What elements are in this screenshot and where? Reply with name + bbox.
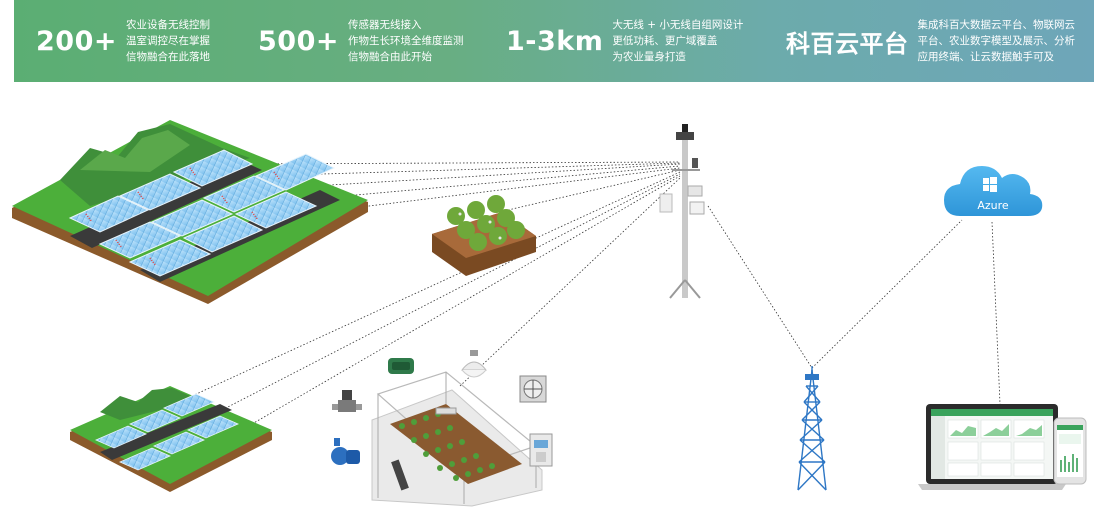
orchard-plot	[432, 195, 536, 276]
stat-description: 传感器无线接入 作物生长环境全维度监测 信物融合由此开始	[347, 19, 464, 63]
stat-cloud-platform: 科百云平台 集成科百大数据云平台、物联网云 平台、农业数字模型及展示、分析 应用…	[786, 0, 1075, 82]
stat-sensors: 500+ 传感器无线接入 作物生长环境全维度监测 信物融合由此开始	[258, 0, 463, 82]
feature-banner: 200+ 农业设备无线控制 温室调控尽在掌握 信物融合在此落地 500+ 传感器…	[14, 0, 1094, 82]
cell-tower	[797, 366, 827, 491]
stat-description: 大无线 + 小无线自组网设计 更低功耗、更广域覆盖 为农业量身打造	[612, 19, 744, 63]
stat-number: 500+	[258, 25, 339, 57]
stat-description: 集成科百大数据云平台、物联网云 平台、农业数字模型及展示、分析 应用终端、让云数…	[917, 19, 1076, 63]
wireless-links	[191, 161, 1001, 425]
cloud-label: Azure	[977, 199, 1009, 212]
greenhouse-farm-small	[70, 386, 272, 492]
grow-light-icon	[460, 350, 488, 378]
irrigation-cabinet-icon	[529, 433, 553, 467]
solenoid-valve-icon	[332, 390, 362, 412]
smart-greenhouse	[371, 371, 543, 507]
water-pump-icon	[331, 438, 360, 465]
stat-devices: 200+ 农业设备无线控制 温室调控尽在掌握 信物融合在此落地	[36, 0, 210, 82]
stat-number: 科百云平台	[786, 29, 909, 58]
stat-range: 1-3km 大无线 + 小无线自组网设计 更低功耗、更广域覆盖 为农业量身打造	[506, 0, 743, 82]
laptop-dashboard	[918, 404, 1066, 490]
weather-station	[659, 124, 705, 299]
greenhouse-farm-large	[12, 120, 368, 304]
exhaust-fan-icon	[519, 375, 547, 403]
stat-number: 200+	[36, 25, 117, 57]
azure-cloud-icon	[944, 166, 1043, 216]
stat-description: 农业设备无线控制 温室调控尽在掌握 信物融合在此落地	[125, 19, 210, 63]
mobile-phone	[1053, 417, 1087, 485]
controller-box-icon	[388, 358, 414, 374]
stat-number: 1-3km	[506, 25, 604, 57]
